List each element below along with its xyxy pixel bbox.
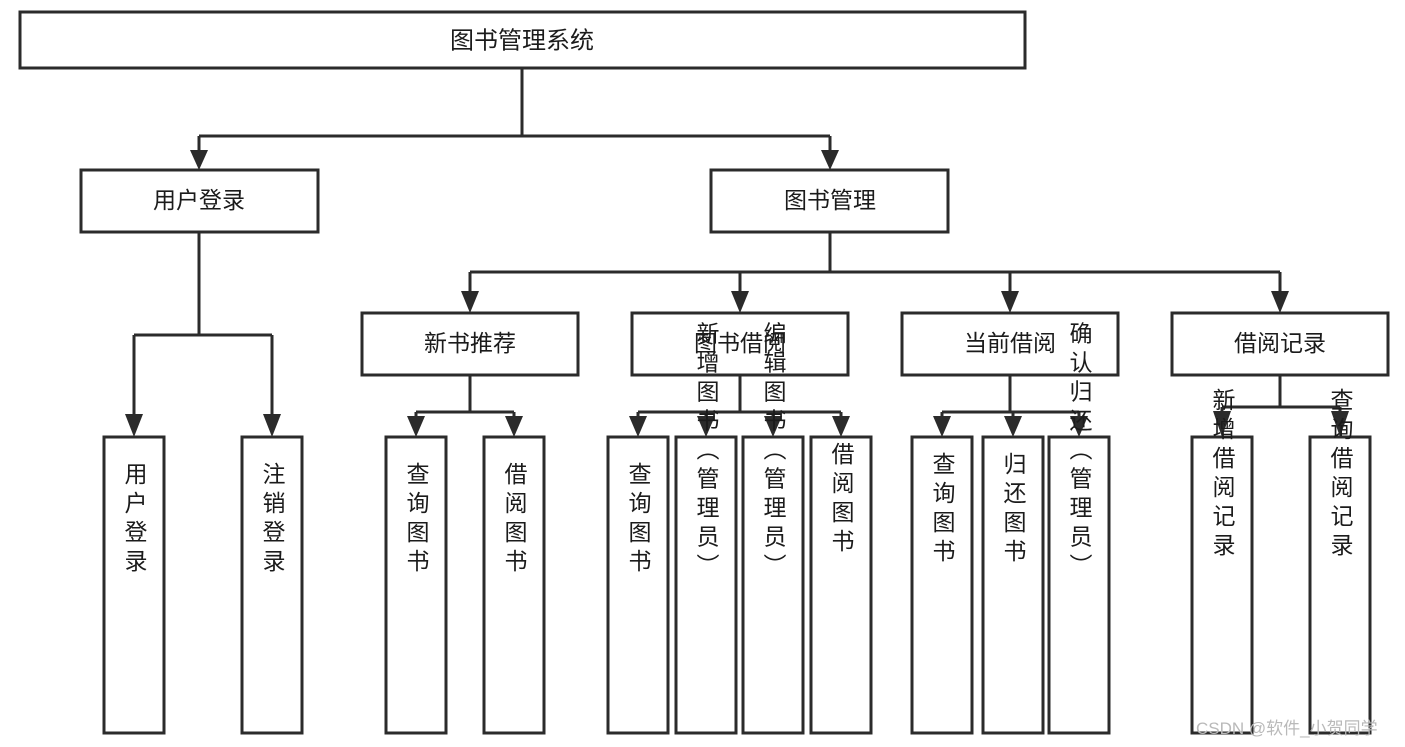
node-leaf-add-book[interactable]: 新增图书（管理员） bbox=[674, 322, 738, 735]
arrow-user-login bbox=[190, 150, 208, 170]
borrow-record-label: 借阅记录 bbox=[1234, 330, 1326, 356]
leaf-add-record-box[interactable] bbox=[1190, 435, 1254, 735]
leaf-user-login-box[interactable] bbox=[102, 435, 166, 735]
user-login-label: 用户登录 bbox=[153, 187, 245, 213]
new-book-recommend-box[interactable] bbox=[360, 311, 580, 377]
leaf-add-record-label: 新增借阅记录 bbox=[1209, 388, 1236, 562]
edges-layer bbox=[125, 68, 1349, 437]
arrow-book-manage bbox=[821, 150, 839, 170]
arrow-leaf-confirm-return bbox=[1070, 416, 1088, 437]
leaf-query-book-1-box[interactable] bbox=[384, 435, 448, 735]
leaf-confirm-return-label: 确认归还（管理员） bbox=[1066, 322, 1093, 583]
book-borrow-box[interactable] bbox=[630, 311, 850, 377]
leaf-query-book-2-label: 查询图书 bbox=[625, 462, 652, 578]
leaf-add-book-box[interactable] bbox=[674, 435, 738, 735]
node-new-book-recommend[interactable]: 新书推荐 bbox=[360, 311, 580, 377]
leaf-borrow-book-2-label: 借阅图书 bbox=[828, 442, 855, 558]
node-leaf-return-book[interactable]: 归还图书 bbox=[981, 435, 1045, 735]
leaf-borrow-book-1-box[interactable] bbox=[482, 435, 546, 735]
arrow-leaf-borrow-book-2 bbox=[832, 416, 850, 437]
book-borrow-label: 图书借阅 bbox=[694, 330, 786, 356]
leaf-borrow-book-1-label: 借阅图书 bbox=[501, 462, 528, 578]
node-leaf-add-record[interactable]: 新增借阅记录 bbox=[1190, 388, 1254, 735]
node-leaf-borrow-book-2[interactable]: 借阅图书 bbox=[809, 435, 873, 735]
leaf-query-book-1-label: 查询图书 bbox=[403, 462, 430, 578]
arrow-current bbox=[1001, 291, 1019, 313]
node-book-management[interactable]: 图书管理 bbox=[709, 168, 950, 234]
leaf-query-book-3-box[interactable] bbox=[910, 435, 974, 735]
arrow-leaf-query-book-2 bbox=[629, 416, 647, 437]
root-box[interactable] bbox=[18, 10, 1027, 70]
node-leaf-query-book-1[interactable]: 查询图书 bbox=[384, 435, 448, 735]
current-borrow-label: 当前借阅 bbox=[964, 330, 1056, 356]
arrow-leaf-return-book bbox=[1004, 416, 1022, 437]
leaf-query-record-label: 查询借阅记录 bbox=[1327, 388, 1354, 562]
leaf-query-record-box[interactable] bbox=[1308, 435, 1372, 735]
arrow-leaf-user-login bbox=[125, 414, 143, 437]
leaf-confirm-return-box[interactable] bbox=[1047, 435, 1111, 735]
current-borrow-box[interactable] bbox=[900, 311, 1120, 377]
arrow-borrow bbox=[731, 291, 749, 313]
arrow-leaf-borrow-book-1 bbox=[505, 416, 523, 437]
arrow-leaf-add-book bbox=[697, 416, 715, 437]
arrow-record bbox=[1271, 291, 1289, 313]
node-leaf-query-record[interactable]: 查询借阅记录 bbox=[1308, 388, 1372, 735]
node-leaf-borrow-book-1[interactable]: 借阅图书 bbox=[482, 435, 546, 735]
leaf-return-book-label: 归还图书 bbox=[1000, 452, 1027, 568]
leaf-edit-book-label: 编辑图书（管理员） bbox=[760, 322, 787, 583]
node-leaf-confirm-return[interactable]: 确认归还（管理员） bbox=[1047, 322, 1111, 735]
new-book-recommend-label: 新书推荐 bbox=[424, 330, 516, 356]
book-management-label: 图书管理 bbox=[784, 187, 876, 213]
arrow-leaf-add-record bbox=[1213, 411, 1231, 437]
leaf-query-book-2-box[interactable] bbox=[606, 435, 670, 735]
node-current-borrow[interactable]: 当前借阅 bbox=[900, 311, 1120, 377]
arrow-leaf-query-record bbox=[1331, 411, 1349, 437]
leaf-edit-book-box[interactable] bbox=[741, 435, 805, 735]
root-label: 图书管理系统 bbox=[450, 27, 594, 54]
node-borrow-record[interactable]: 借阅记录 bbox=[1170, 311, 1390, 377]
arrow-leaf-query-book-3 bbox=[933, 416, 951, 437]
leaf-user-login-label: 用户登录 bbox=[121, 462, 148, 578]
node-root[interactable]: 图书管理系统 bbox=[18, 10, 1027, 70]
arrow-leaf-edit-book bbox=[764, 416, 782, 437]
node-leaf-logout[interactable]: 注销登录 bbox=[240, 435, 304, 735]
node-leaf-user-login[interactable]: 用户登录 bbox=[102, 435, 166, 735]
user-login-box[interactable] bbox=[79, 168, 320, 234]
arrow-newbook bbox=[461, 291, 479, 313]
node-book-borrow[interactable]: 图书借阅 bbox=[630, 311, 850, 377]
leaf-logout-label: 注销登录 bbox=[259, 462, 286, 578]
leaf-query-book-3-label: 查询图书 bbox=[929, 452, 956, 568]
leaf-borrow-book-2-box[interactable] bbox=[809, 435, 873, 735]
node-leaf-query-book-3[interactable]: 查询图书 bbox=[910, 435, 974, 735]
leaf-add-book-label: 新增图书（管理员） bbox=[693, 322, 720, 583]
node-user-login[interactable]: 用户登录 bbox=[79, 168, 320, 234]
arrow-leaf-logout bbox=[263, 414, 281, 437]
borrow-record-box[interactable] bbox=[1170, 311, 1390, 377]
leaf-return-book-box[interactable] bbox=[981, 435, 1045, 735]
node-leaf-edit-book[interactable]: 编辑图书（管理员） bbox=[741, 322, 805, 735]
leaf-logout-box[interactable] bbox=[240, 435, 304, 735]
arrow-leaf-query-book-1 bbox=[407, 416, 425, 437]
node-leaf-query-book-2[interactable]: 查询图书 bbox=[606, 435, 670, 735]
book-management-box[interactable] bbox=[709, 168, 950, 234]
